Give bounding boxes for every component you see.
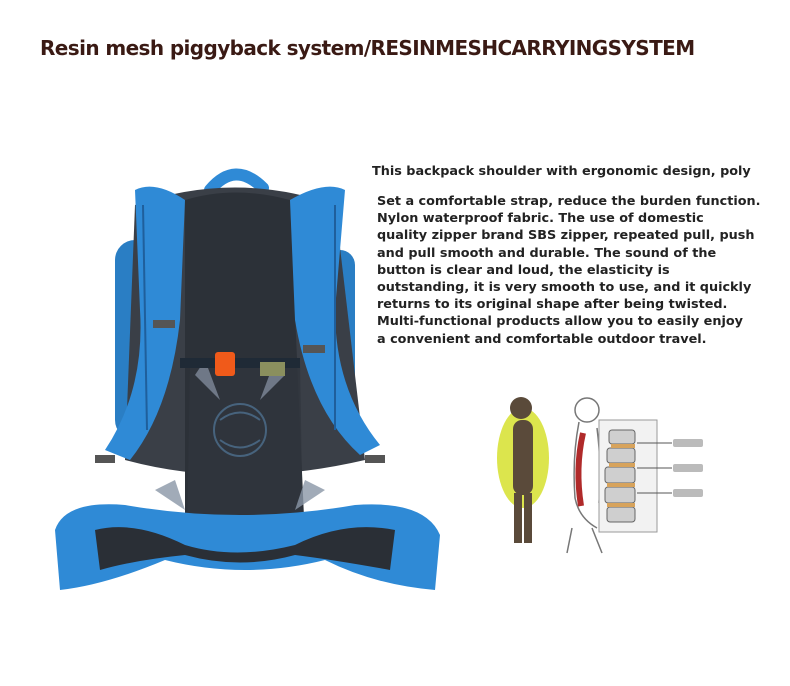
person-head xyxy=(510,397,532,419)
skeleton-sketch xyxy=(566,397,603,554)
page-title: Resin mesh piggyback system/RESINMESHCAR… xyxy=(40,36,695,60)
strap-buckle xyxy=(95,455,115,463)
strap-buckle xyxy=(365,455,385,463)
sternum-buckle xyxy=(215,352,235,376)
mesh-emblem xyxy=(213,403,267,457)
description-line: and pull smooth and durable. The sound o… xyxy=(377,245,717,261)
callout-label xyxy=(673,439,703,447)
description-line: Set a comfortable strap, reduce the burd… xyxy=(377,194,761,209)
person-body xyxy=(513,420,533,495)
logo-tag xyxy=(260,362,285,376)
description-line: outstanding, it is very smooth to use, a… xyxy=(377,280,752,296)
spine-diagram xyxy=(497,397,703,554)
description-line: a convenient and comfortable outdoor tra… xyxy=(377,331,707,347)
description-lead: This backpack shoulder with ergonomic de… xyxy=(372,164,751,179)
strap-buckle xyxy=(303,345,325,353)
top-handle xyxy=(204,168,269,196)
description-line: Nylon waterproof fabric. The use of dome… xyxy=(377,211,704,227)
hip-belt xyxy=(55,504,440,590)
callout-label xyxy=(673,489,703,497)
callout-label xyxy=(673,464,703,472)
backpack-illustration xyxy=(55,168,440,590)
strap-buckle xyxy=(153,320,175,328)
airflow-arrow xyxy=(155,480,185,510)
vertebrae xyxy=(604,429,636,523)
airflow-arrow xyxy=(295,480,325,510)
description-line: returns to its original shape after bein… xyxy=(377,297,728,313)
description-line: button is clear and loud, the elasticity… xyxy=(377,262,670,278)
description-line: Multi-functional products allow you to e… xyxy=(377,314,743,330)
sternum-strap xyxy=(180,358,300,368)
airflow-arrow xyxy=(195,360,220,400)
description-body: Set a comfortable strap, reduce the burd… xyxy=(377,193,777,348)
spine-curve xyxy=(575,432,586,507)
description-line: quality zipper brand SBS zipper, repeate… xyxy=(377,228,755,244)
